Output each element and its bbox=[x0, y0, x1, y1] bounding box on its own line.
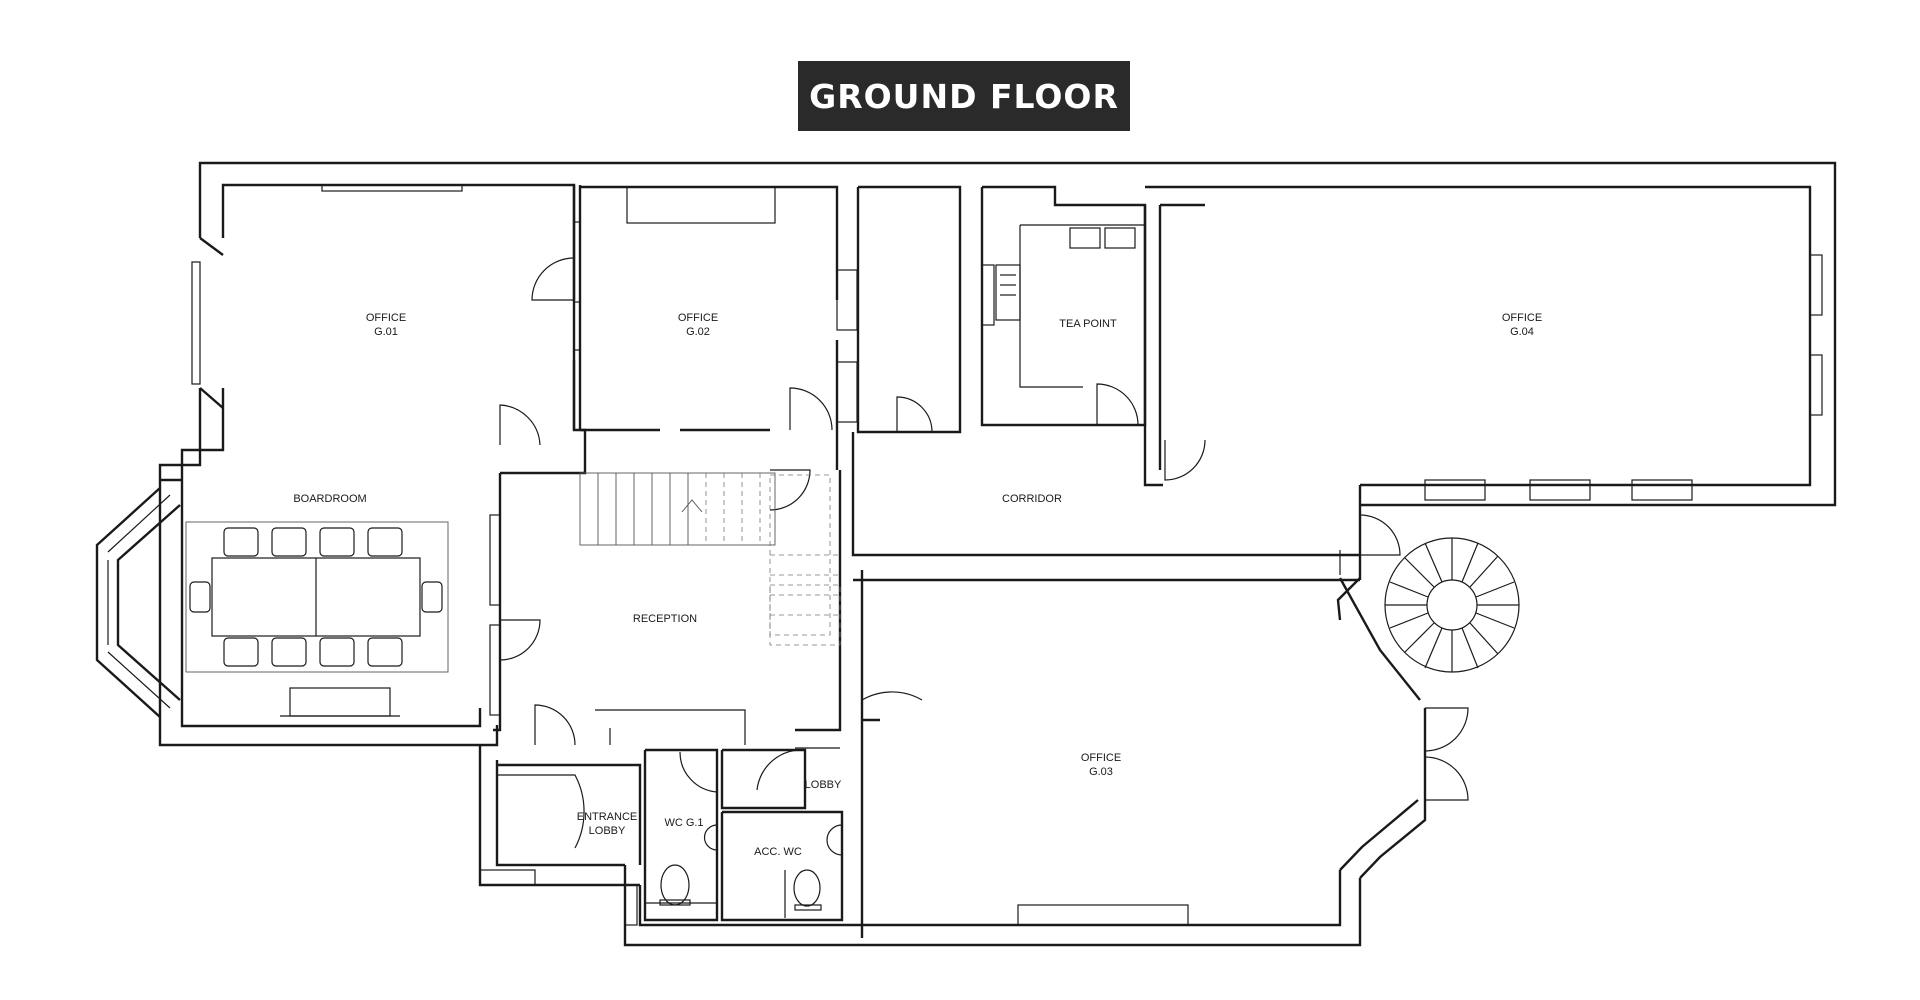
room-label-wc-g1: WC G.1 bbox=[664, 817, 703, 829]
room-label-office-g03: OFFICE bbox=[1081, 752, 1121, 764]
room-label-entrance: ENTRANCE bbox=[577, 811, 638, 823]
room-label-tea-point: TEA POINT bbox=[1059, 318, 1117, 330]
doors bbox=[497, 257, 1469, 849]
room-code-g01: G.01 bbox=[374, 326, 398, 338]
room-label-entrance-lobby: LOBBY bbox=[589, 825, 626, 837]
boardroom-table bbox=[185, 521, 449, 717]
room-label-corridor: CORRIDOR bbox=[1002, 493, 1062, 505]
windows bbox=[321, 184, 1823, 926]
room-code-g03: G.03 bbox=[1089, 766, 1113, 778]
wc-fittings bbox=[659, 824, 843, 918]
room-label-boardroom: BOARDROOM bbox=[293, 493, 366, 505]
room-label-office-g01: OFFICE bbox=[366, 312, 406, 324]
main-stair bbox=[579, 472, 841, 646]
tea-point-fittings bbox=[995, 227, 1136, 321]
room-label-office-g04: OFFICE bbox=[1502, 312, 1542, 324]
room-label-acc-wc: ACC. WC bbox=[754, 846, 802, 858]
plan-title-text: GROUND FLOOR bbox=[809, 76, 1119, 116]
room-code-g04: G.04 bbox=[1510, 326, 1534, 338]
room-labels: OFFICE G.01 OFFICE G.02 TEA POINT OFFICE… bbox=[293, 312, 1542, 858]
plan-title: GROUND FLOOR bbox=[798, 61, 1130, 131]
room-code-g02: G.02 bbox=[686, 326, 710, 338]
spiral-stair bbox=[1384, 537, 1520, 673]
room-label-reception: RECEPTION bbox=[633, 613, 697, 625]
room-label-lobby: LOBBY bbox=[805, 779, 842, 791]
room-label-office-g02: OFFICE bbox=[678, 312, 718, 324]
outer-walls bbox=[95, 161, 1837, 947]
